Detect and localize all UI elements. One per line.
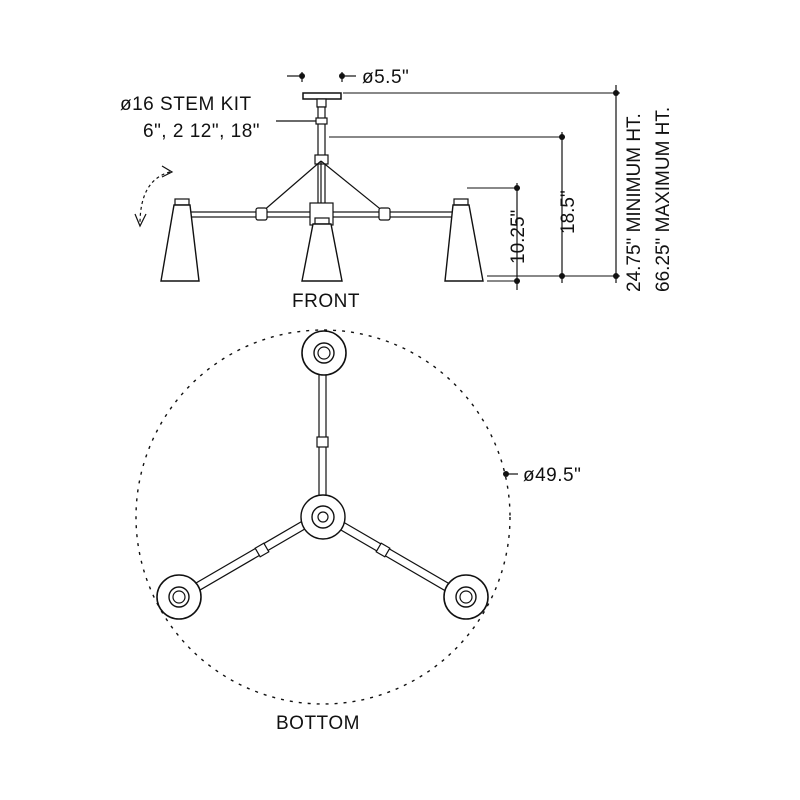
canopy-dimension	[287, 72, 356, 82]
arm-height-label: 10.25"	[508, 210, 529, 264]
shade-right	[444, 198, 484, 282]
stem-kit-title: ø16 STEM KIT	[120, 94, 252, 115]
bottom-arms	[183, 364, 461, 598]
bottom-view: ø49.5" BOTTOM	[135, 329, 581, 734]
minimum-height-label: 24.75" MINIMUM HT.	[624, 113, 645, 292]
height-dimensions	[329, 85, 620, 290]
canopy	[302, 92, 342, 108]
spread-circle	[135, 329, 511, 705]
bottom-view-title: BOTTOM	[276, 713, 360, 734]
front-view: ø5.5" ø16 STEM KIT 6", 2 12", 18"	[120, 67, 674, 312]
canopy-diameter-label: ø5.5"	[362, 67, 409, 88]
rotation-arrow-icon	[134, 165, 174, 228]
body-height-label: 18.5"	[558, 190, 579, 234]
shade-left	[160, 198, 200, 282]
shade-top-left	[156, 574, 202, 620]
spread-dimension	[503, 471, 518, 477]
center-hub	[300, 494, 346, 540]
front-view-title: FRONT	[292, 291, 360, 312]
shade-top-right	[443, 574, 489, 620]
shade-top-north	[301, 330, 347, 376]
spread-diameter-label: ø49.5"	[523, 465, 581, 486]
shade-center	[301, 217, 343, 282]
stem-kit-lengths: 6", 2 12", 18"	[143, 121, 260, 142]
maximum-height-label: 66.25" MAXIMUM HT.	[653, 107, 674, 292]
